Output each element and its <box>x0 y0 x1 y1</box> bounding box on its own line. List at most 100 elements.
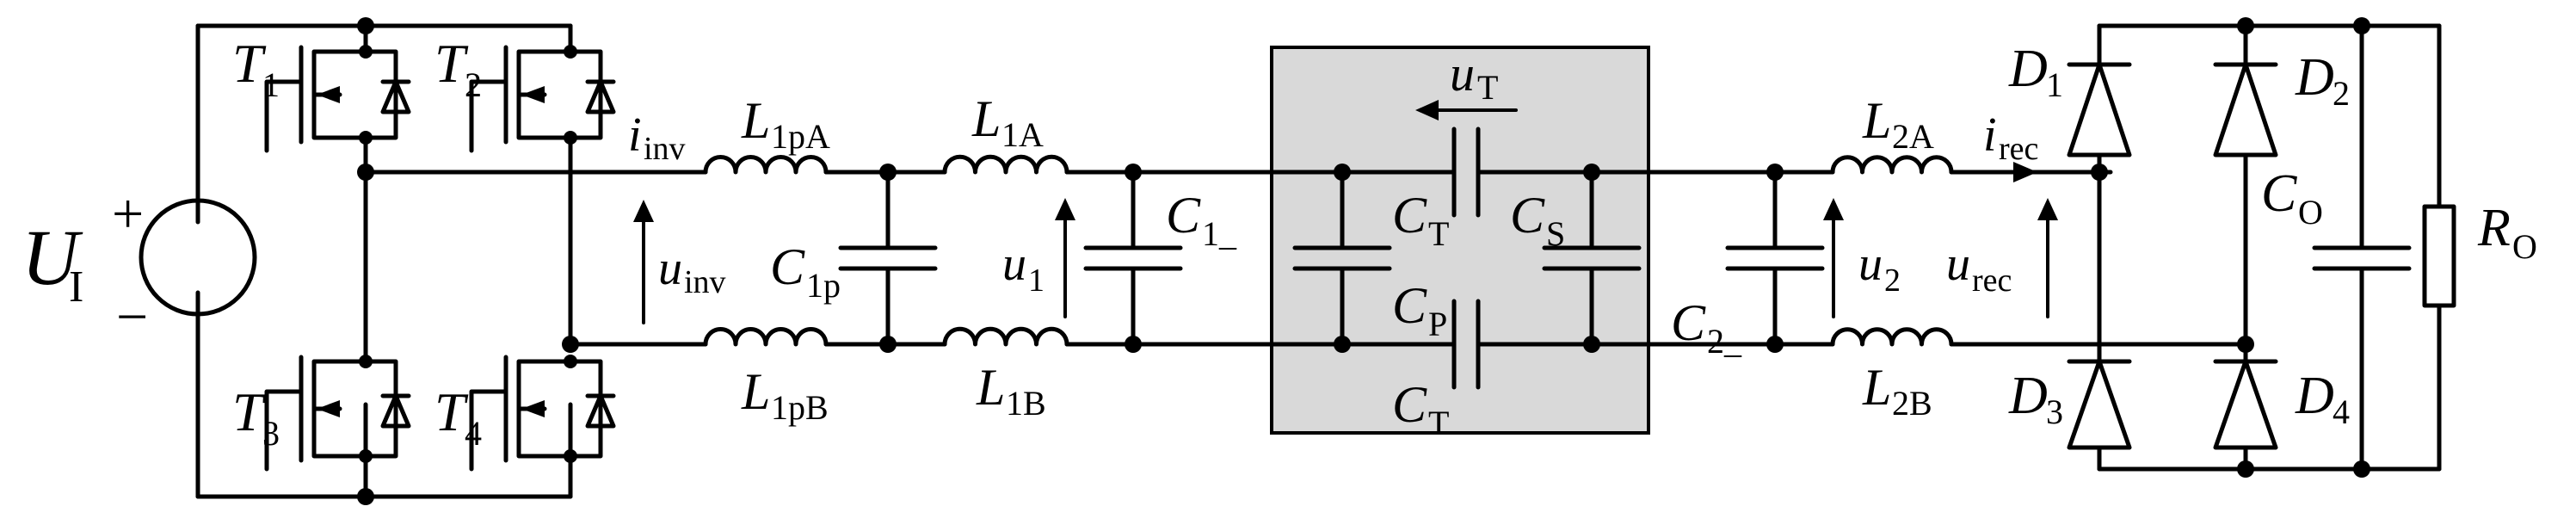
label-l1pb-main: L <box>741 363 770 420</box>
label-irec-main: i <box>1983 108 1997 162</box>
label-ct-top-sub: T <box>1428 214 1449 253</box>
label-d1-main: D <box>2008 40 2048 98</box>
label-ro-sub: O <box>2512 227 2537 266</box>
voltage-arrow-urec <box>2037 198 2058 318</box>
label-uinv-sub: inv <box>684 264 726 300</box>
mosfet-t1 <box>264 45 411 153</box>
mosfet-t4 <box>469 355 616 472</box>
label-t2-sub: 2 <box>465 65 482 104</box>
label-ct-bottom-sub: T <box>1428 404 1449 442</box>
label-l1pb: L 1pB <box>741 363 829 427</box>
label-u2: u 2 <box>1858 238 1901 299</box>
label-d4: D 4 <box>2295 367 2350 431</box>
label-t1-main: T <box>232 33 267 94</box>
label-ct-bottom: C T <box>1392 376 1449 442</box>
label-ct-bottom-main: C <box>1392 376 1427 433</box>
label-l1b: L 1B <box>976 359 1046 423</box>
label-l2b-sub: 2B <box>1892 384 1932 423</box>
label-c1p-sub: 1p <box>806 266 841 305</box>
capacitor-ct-bottom <box>1451 299 1481 390</box>
capacitor-ct-top <box>1451 127 1481 218</box>
inductor-l1b <box>942 326 1069 347</box>
label-ct-top-main: C <box>1392 187 1427 244</box>
label-ut: u T <box>1450 46 1498 107</box>
label-iinv-sub: inv <box>644 131 686 167</box>
label-co: C O <box>2261 164 2323 232</box>
label-l1a-sub: 1A <box>1001 115 1044 154</box>
label-l2b-main: L <box>1862 359 1891 416</box>
label-co-sub: O <box>2298 193 2323 232</box>
label-ro-main: R <box>2477 199 2511 257</box>
capacitor-cp-left <box>1292 164 1392 353</box>
label-c1-main: C <box>1166 187 1201 244</box>
label-t1-sub: 1 <box>262 65 280 104</box>
label-ut-sub: T <box>1477 68 1498 107</box>
label-d3-sub: 3 <box>2046 392 2063 431</box>
capacitor-co <box>2312 23 2412 472</box>
label-iinv: i inv <box>628 108 686 167</box>
label-d3: D 3 <box>2008 367 2063 431</box>
diode-d4 <box>2213 359 2278 450</box>
label-d4-sub: 4 <box>2333 392 2350 431</box>
dc-source <box>139 23 573 499</box>
label-l1pb-sub: 1pB <box>771 388 829 427</box>
label-c2-sub: 2_ <box>1707 322 1742 361</box>
label-l1b-sub: 1B <box>1006 384 1046 423</box>
capacitor-c1p <box>838 164 938 353</box>
label-uinv-main: u <box>658 242 682 295</box>
mosfet-t2 <box>469 45 616 153</box>
label-cp: C P <box>1392 277 1447 343</box>
label-ro: R O <box>2477 199 2537 266</box>
label-c1p: C 1p <box>770 238 841 305</box>
label-u1-main: u <box>1002 238 1026 291</box>
label-ui-sub: I <box>69 262 83 312</box>
voltage-arrow-u1 <box>1055 198 1075 318</box>
inductor-l1pa <box>703 155 829 175</box>
capacitor-cs <box>1542 164 1642 353</box>
capacitor-c2 <box>1725 164 1825 353</box>
label-d2: D 2 <box>2295 48 2350 113</box>
label-ui: U I <box>22 213 83 312</box>
label-cs-main: C <box>1510 187 1545 244</box>
diode-d2 <box>2213 62 2278 157</box>
label-t4: T 4 <box>434 381 482 453</box>
label-cs-sub: S <box>1546 214 1565 253</box>
label-t2: T 2 <box>434 33 482 104</box>
inductor-l2b <box>1830 327 1954 347</box>
label-irec: i rec <box>1983 108 2038 167</box>
label-c1-sub: 1_ <box>1202 214 1237 253</box>
label-d2-sub: 2 <box>2333 74 2350 113</box>
label-urec: u rec <box>1946 238 2012 299</box>
label-t2-main: T <box>434 33 469 94</box>
label-l1b-main: L <box>976 359 1005 416</box>
label-t3: T 3 <box>232 381 280 453</box>
label-l1pa: L 1pA <box>741 92 830 156</box>
mosfet-t3 <box>264 355 411 499</box>
label-t4-main: T <box>434 381 469 442</box>
label-l1pa-main: L <box>741 92 770 149</box>
label-d1: D 1 <box>2008 40 2063 104</box>
inductor-l2a <box>1830 155 1954 175</box>
label-l2a: L 2A <box>1862 92 1934 156</box>
label-t1: T 1 <box>232 33 280 104</box>
label-urec-main: u <box>1946 238 1970 291</box>
voltage-arrow-ut <box>1415 100 1518 120</box>
rectifier-rails <box>2097 23 2442 472</box>
label-u2-sub: 2 <box>1884 262 1901 299</box>
label-ct-top: C T <box>1392 187 1449 253</box>
label-cp-main: C <box>1392 277 1427 334</box>
label-c2: C 2_ <box>1671 294 1742 361</box>
label-l2a-main: L <box>1862 92 1891 149</box>
label-d3-main: D <box>2008 367 2048 425</box>
label-t4-sub: 4 <box>465 414 482 453</box>
label-u1-sub: 1 <box>1028 262 1045 299</box>
label-minus: − <box>116 286 148 349</box>
label-urec-sub: rec <box>1972 262 2012 299</box>
resistor-ro <box>2422 23 2456 472</box>
inductor-l1a <box>942 154 1069 175</box>
label-c2-main: C <box>1671 294 1706 351</box>
label-u1: u 1 <box>1002 238 1045 299</box>
label-cs: C S <box>1510 187 1565 253</box>
capacitor-c1 <box>1083 164 1183 353</box>
